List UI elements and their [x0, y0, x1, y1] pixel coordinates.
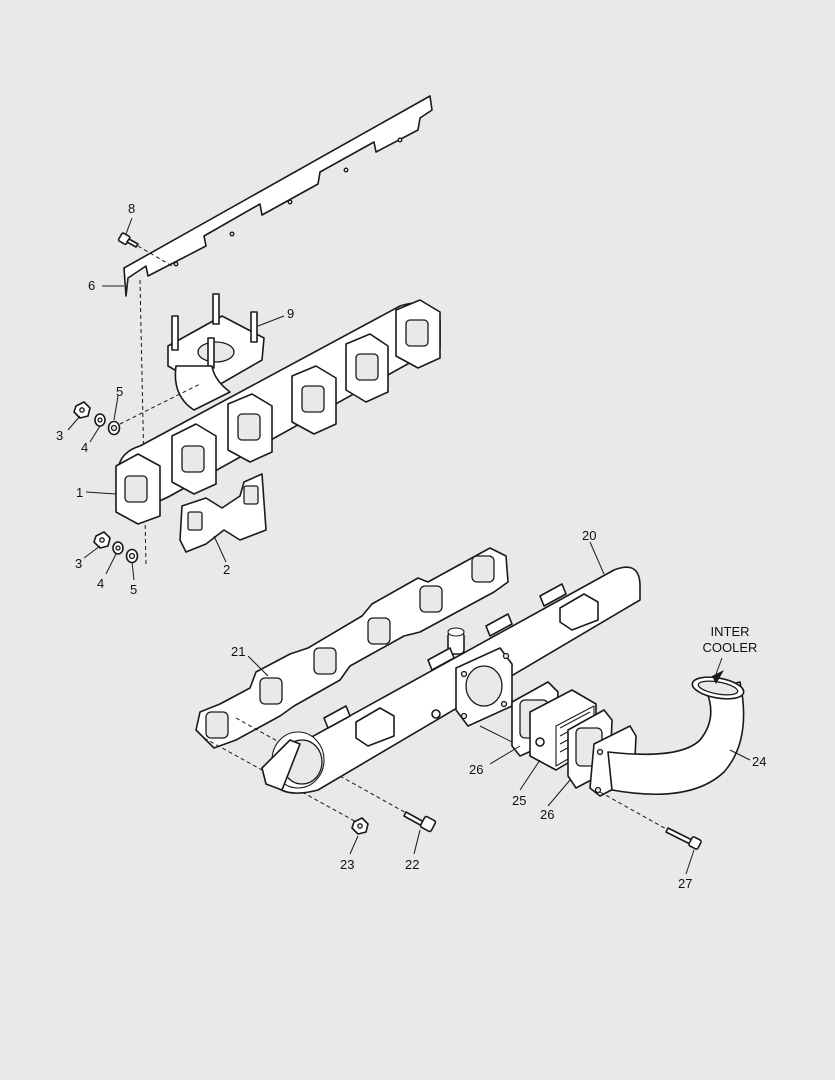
- callout-26-left: 26: [469, 762, 484, 777]
- inlet-flange: [455, 647, 521, 747]
- callout-6: 6: [88, 278, 96, 293]
- intercooler-label-line1: INTER: [710, 624, 750, 639]
- intercooler-label: INTER COOLER: [694, 624, 766, 656]
- shield-bolt: [117, 232, 173, 267]
- fasteners-lower: [93, 531, 139, 564]
- intercooler-tube: [589, 676, 745, 831]
- intake-gasket: [195, 547, 509, 825]
- exhaust-manifold: [115, 293, 441, 525]
- callout-8: 8: [128, 201, 136, 216]
- callout-2: 2: [223, 562, 231, 577]
- callout-27: 27: [678, 876, 693, 891]
- intake-manifold: [261, 566, 641, 794]
- callout-21: 21: [231, 644, 246, 659]
- tube-bolt: [665, 827, 702, 850]
- callout-9: 9: [287, 306, 295, 321]
- intercooler-arrow: [712, 657, 724, 684]
- callout-3-lower: 3: [75, 556, 83, 571]
- callout-5-upper: 5: [116, 384, 124, 399]
- leader-lines: [67, 217, 751, 875]
- callout-22: 22: [405, 857, 420, 872]
- flange-nut: [351, 817, 369, 835]
- callout-3-upper: 3: [56, 428, 64, 443]
- fasteners-upper: [73, 383, 201, 436]
- intercooler-label-line2: COOLER: [702, 640, 758, 655]
- callout-26-right: 26: [540, 807, 555, 822]
- callout-20: 20: [582, 528, 597, 543]
- manifold-gasket: [179, 473, 267, 553]
- flange-bolt: [403, 811, 437, 833]
- callout-25: 25: [512, 793, 527, 808]
- heat-shield: [123, 95, 433, 297]
- callout-24: 24: [752, 754, 767, 769]
- callout-23: 23: [340, 857, 355, 872]
- callout-5-lower: 5: [130, 582, 138, 597]
- callout-4-lower: 4: [97, 576, 105, 591]
- callout-4-upper: 4: [81, 440, 89, 455]
- callout-1: 1: [76, 485, 84, 500]
